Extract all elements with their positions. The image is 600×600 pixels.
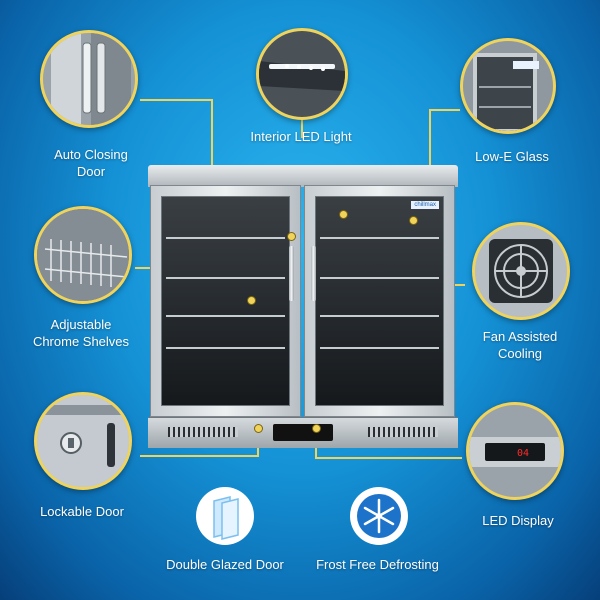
snowflake-icon: [350, 487, 408, 545]
bar-fridge: chillmax: [148, 165, 458, 448]
lock-icon: [37, 395, 129, 487]
front-display: [273, 424, 333, 441]
door-handle-icon: [43, 33, 135, 125]
fridge-top: [148, 165, 458, 187]
glass-door-icon: [463, 41, 553, 131]
label-lockable-door: Lockable Door: [40, 504, 124, 519]
double-glazed-icon: [196, 487, 254, 545]
label-fan-assisted-cooling: Fan Assisted Cooling: [482, 329, 558, 361]
low-e-glass-bubble: [460, 38, 556, 134]
fan-assisted-cooling-bubble: [472, 222, 570, 320]
led-display-bubble: 04: [466, 402, 564, 500]
right-handle: [311, 246, 316, 301]
label-low-e-glass: Low-E Glass: [475, 149, 549, 164]
display-reading: 04: [517, 448, 529, 459]
left-door: [150, 185, 301, 417]
right-door: chillmax: [304, 185, 455, 417]
fridge-base: [148, 417, 458, 448]
shelf-icon: [37, 209, 129, 301]
lockable-door-bubble: [34, 392, 132, 490]
label-auto-closing-door: Auto Closing Door: [54, 147, 128, 179]
brand-label: chillmax: [411, 201, 439, 209]
left-handle: [289, 246, 294, 301]
display-icon: 04: [469, 405, 561, 497]
interior-led-light-bubble: [256, 28, 348, 120]
label-adjustable-shelves: Adjustable Chrome Shelves: [32, 317, 130, 349]
adjustable-shelves-bubble: [34, 206, 132, 304]
right-glass: chillmax: [315, 196, 444, 406]
label-interior-led-light: Interior LED Light: [250, 129, 352, 144]
led-strip-icon: [259, 31, 345, 117]
label-frost-free-defrosting: Frost Free Defrosting: [316, 557, 439, 572]
auto-closing-door-bubble: [40, 30, 138, 128]
label-led-display: LED Display: [482, 513, 554, 528]
fan-icon: [475, 225, 567, 317]
left-glass: [161, 196, 290, 406]
label-double-glazed-door: Double Glazed Door: [166, 557, 284, 572]
